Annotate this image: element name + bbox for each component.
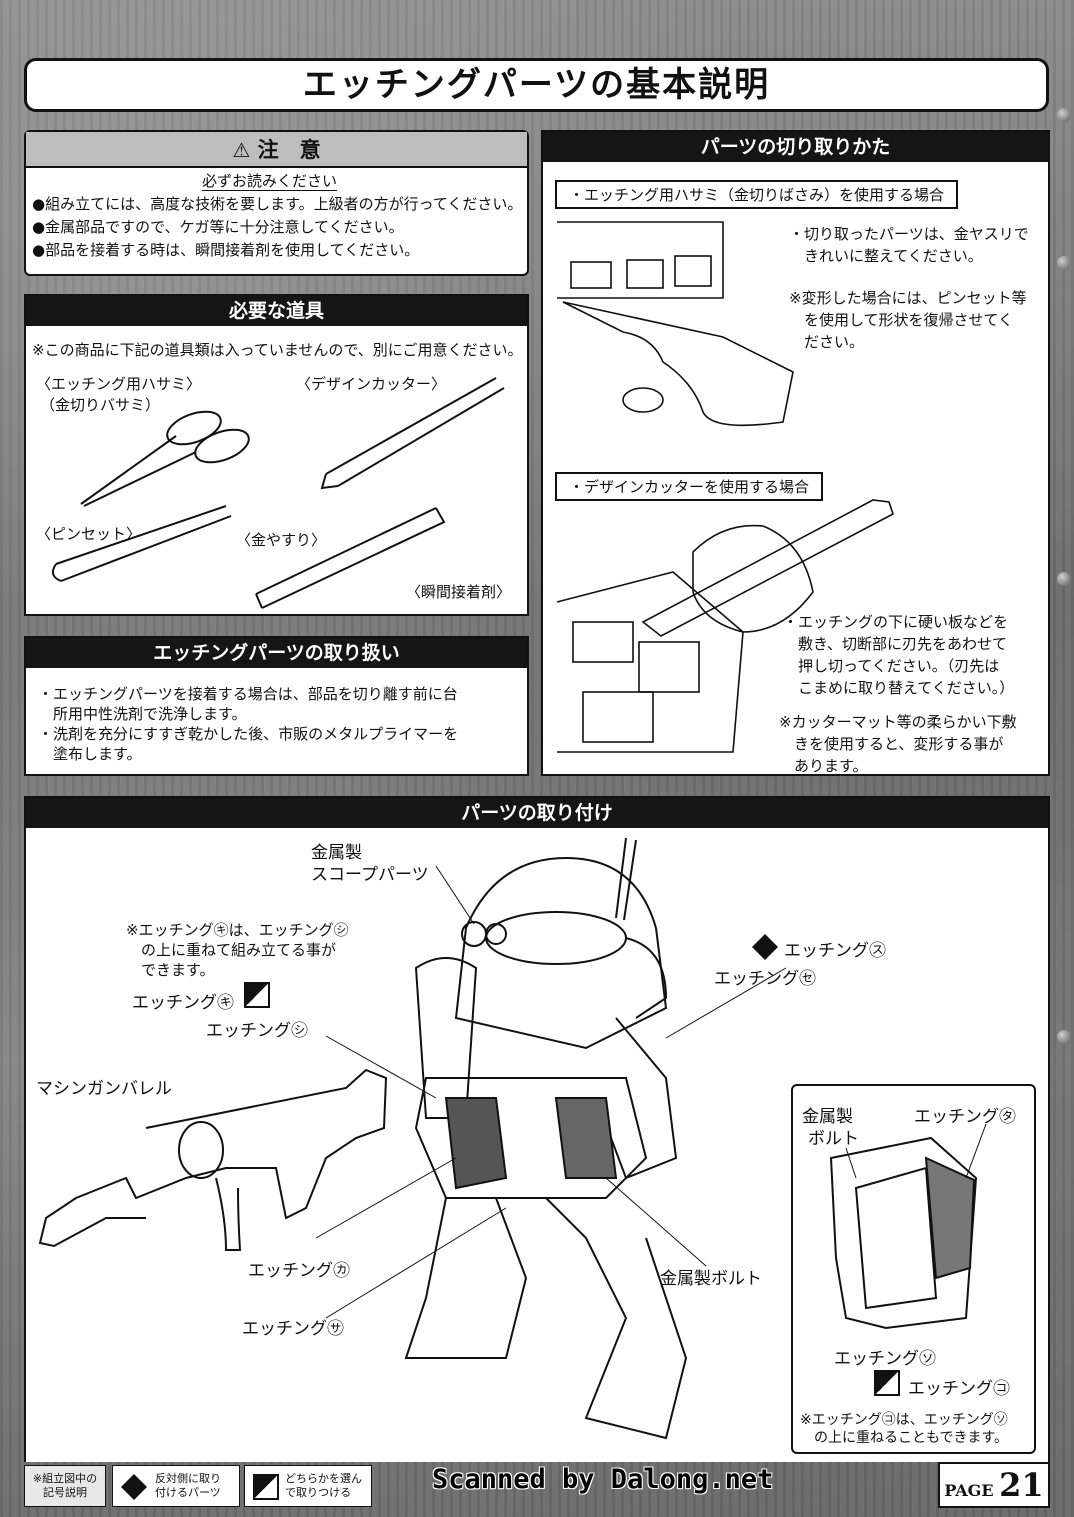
page-title: エッチングパーツの基本説明 — [24, 58, 1049, 112]
label-scope-1: 金属製 — [311, 843, 362, 863]
scissors-note: を使用して形状を復帰させてく — [789, 311, 1014, 329]
handling-line: ・洗剤を充分にすすぎ乾かした後、市販のメタルプライマーを — [38, 725, 459, 743]
tool-label-tweezers: 〈ピンセット〉 — [36, 525, 142, 543]
scissors-text: きれいに整えてください。 — [789, 247, 983, 265]
cutter-text: 敷き、切断部に刃先をあわせて — [783, 635, 1007, 653]
label-bolt-detail-1: 金属製 — [802, 1107, 853, 1127]
label-scope-2: スコープパーツ — [311, 865, 429, 885]
tool-label-file: 〈金やすり〉 — [236, 531, 327, 549]
cutting-panel: パーツの切り取りかた ・エッチング用ハサミ（金切りばさみ）を使用する場合 ・切り… — [541, 130, 1050, 776]
caution-subheader: 必ずお読みください — [202, 172, 338, 191]
choose-one-icon — [244, 982, 270, 1008]
tools-header: 必要な道具 — [26, 296, 527, 326]
label-machinegun-barrel: マシンガンバレル — [36, 1079, 172, 1099]
cutter-text: こまめに取り替えてください。） — [783, 679, 1015, 697]
cutter-note: ※カッターマット等の柔らかい下敷 — [779, 713, 1017, 731]
caution-item: ●組み立てには、高度な技術を要します。上級者の方が行ってください。 — [32, 195, 523, 213]
tool-label-scissors-sub: （金切りバサミ） — [40, 396, 161, 414]
tools-panel: 必要な道具 ※この商品に下記の道具類は入っていませんので、別にご用意ください。 … — [24, 294, 529, 616]
note-ki: できます。 — [126, 961, 215, 979]
rivet-icon — [1057, 572, 1071, 586]
attach-panel: パーツの取り付け 金属製 スコープパーツ ※エッチング㋖は、エッチング㋛ の上に… — [24, 796, 1050, 1462]
tool-label-cutter: 〈デザインカッター〉 — [296, 375, 447, 393]
cutter-text: 押し切ってください。（刃先は — [783, 657, 1000, 675]
legend-text: で取りつける — [285, 1486, 352, 1499]
note-ki: の上に重ねて組み立てる事が — [126, 941, 337, 959]
tools-illustration — [51, 377, 505, 609]
legend-text: 反対側に取り — [155, 1472, 221, 1485]
scissors-text: ・切り取ったパーツは、金ヤスリで — [789, 225, 1029, 243]
choose-one-icon — [874, 1370, 900, 1396]
caution-item: ●金属部品ですので、ケガ等に十分注意してください。 — [32, 218, 404, 236]
label-etching-shi: エッチング㋛ — [206, 1021, 308, 1041]
handling-line: 所用中性洗剤で洗浄します。 — [38, 705, 247, 723]
choose-one-icon — [253, 1474, 279, 1500]
scissors-note: ださい。 — [789, 333, 865, 351]
page-label: PAGE — [944, 1481, 994, 1500]
attach-header: パーツの取り付け — [26, 798, 1048, 828]
legend-text: どちらかを選ん — [285, 1472, 362, 1485]
rivet-icon — [1057, 108, 1071, 122]
cutting-header: パーツの切り取りかた — [543, 132, 1048, 162]
rivet-icon — [1057, 256, 1071, 270]
handling-header: エッチングパーツの取り扱い — [26, 638, 527, 668]
cutter-method-label: ・デザインカッターを使用する場合 — [555, 472, 824, 501]
opposite-side-icon — [121, 1474, 147, 1500]
label-etching-se: エッチング㋝ — [714, 969, 816, 989]
label-etching-ko: エッチング㋙ — [908, 1379, 1010, 1399]
caution-item: ●部品を接着する時は、瞬間接着剤を使用してください。 — [32, 241, 420, 259]
tools-note: ※この商品に下記の道具類は入っていませんので、別にご用意ください。 — [32, 341, 523, 359]
label-etching-so: エッチング㋞ — [834, 1349, 936, 1369]
handling-panel: エッチングパーツの取り扱い ・エッチングパーツを接着する場合は、部品を切り離す前… — [24, 636, 529, 776]
note-ko: ※エッチング㋙は、エッチング㋞ — [800, 1412, 1008, 1428]
label-etching-ka: エッチング㋕ — [248, 1261, 350, 1281]
cutter-note: あります。 — [779, 757, 868, 775]
caution-header: 注 意 — [257, 138, 321, 162]
handling-line: ・エッチングパーツを接着する場合は、部品を切り離す前に台 — [38, 685, 458, 703]
scissors-method-label: ・エッチング用ハサミ（金切りばさみ）を使用する場合 — [555, 180, 959, 209]
legend-opposite: 反対側に取り 付けるパーツ — [112, 1465, 240, 1507]
tool-label-scissors: 〈エッチング用ハサミ〉 — [36, 375, 202, 393]
label-etching-ta: エッチング㋟ — [914, 1107, 1016, 1127]
legend-choose: どちらかを選ん で取りつける — [244, 1465, 372, 1507]
page-number: PAGE 21 — [938, 1462, 1050, 1508]
tool-label-glue: 〈瞬間接着剤〉 — [406, 583, 512, 601]
note-ki: ※エッチング㋖は、エッチング㋛ — [126, 921, 349, 939]
label-bolt-detail-2: ボルト — [808, 1129, 859, 1149]
legend-text: 付けるパーツ — [155, 1486, 221, 1499]
robot-illustration — [38, 837, 987, 1440]
rivet-icon — [1057, 1030, 1071, 1044]
scan-watermark: Scanned by Dalong.net — [432, 1464, 774, 1495]
cutter-text: ・エッチングの下に硬い板などを — [783, 613, 1009, 631]
page-num: 21 — [999, 1466, 1044, 1504]
label-etching-ki: エッチング㋖ — [132, 993, 234, 1013]
warning-icon: ⚠ — [232, 138, 251, 162]
legend-title-line: ※組立図中の — [32, 1472, 98, 1485]
label-etching-sa: エッチング㋚ — [242, 1319, 344, 1339]
caution-panel: ⚠ 注 意 必ずお読みください ●組み立てには、高度な技術を要します。上級者の方… — [24, 130, 529, 276]
handling-line: 塗布します。 — [38, 745, 142, 763]
cutting-illustration — [556, 221, 894, 753]
detail-inset — [791, 1084, 1036, 1454]
note-ko: の上に重ねることもできます。 — [800, 1430, 1009, 1446]
label-metal-bolt: 金属製ボルト — [660, 1269, 762, 1289]
scissors-note: ※変形した場合には、ピンセット等 — [789, 289, 1027, 307]
legend-title-line: 記号説明 — [43, 1486, 87, 1499]
cutter-note: きを使用すると、変形する事が — [779, 735, 1004, 753]
label-etching-su: エッチング㋜ — [784, 941, 886, 961]
legend-title: ※組立図中の 記号説明 — [24, 1465, 106, 1507]
